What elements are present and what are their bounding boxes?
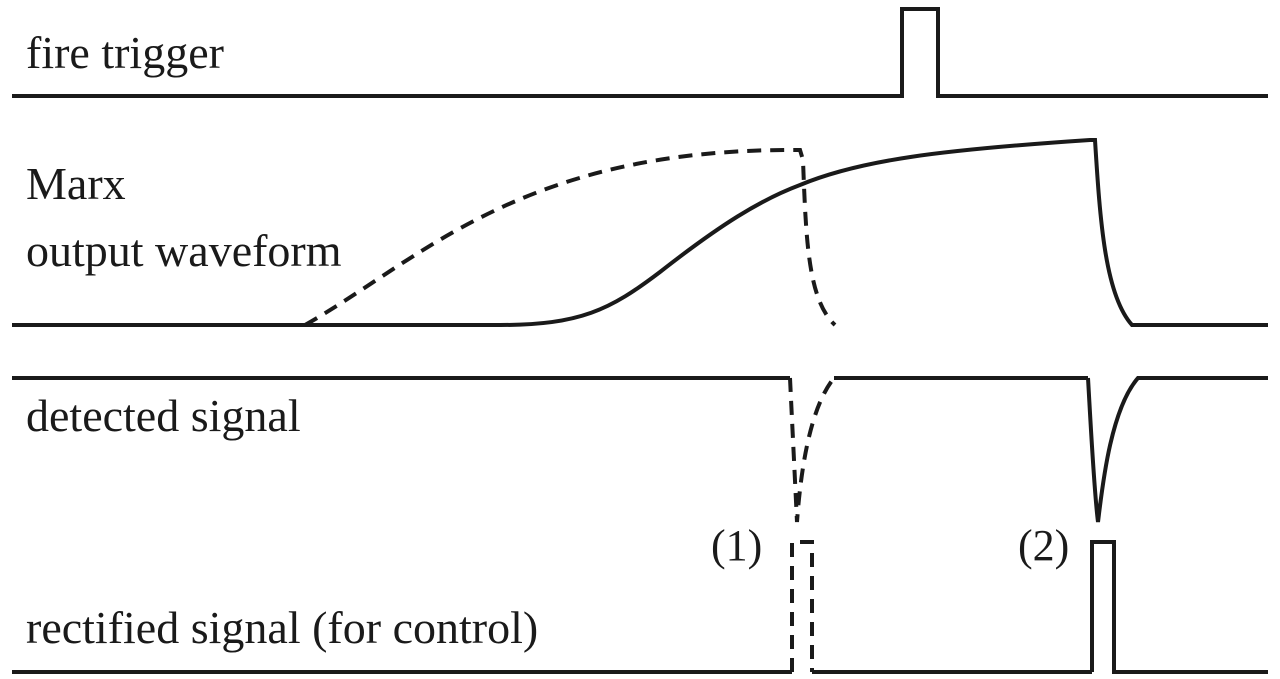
rectified-pulse-1 xyxy=(790,540,814,672)
marx-label-line2: output waveform xyxy=(26,225,342,276)
fire-trigger-row: fire trigger xyxy=(12,7,1268,98)
fire-trigger-trace xyxy=(12,7,1268,98)
detected-row: detected signal xyxy=(12,376,1268,523)
rectified-row: rectified signal (for control) xyxy=(12,540,1268,674)
detected-dip-1 xyxy=(788,376,836,523)
marker-2-label: (2) xyxy=(1018,521,1069,570)
detected-signal-label: detected signal xyxy=(26,390,301,441)
rectified-signal-label: rectified signal (for control) xyxy=(26,602,538,653)
marx-row: Marx output waveform xyxy=(12,138,1268,327)
marx-label-line1: Marx xyxy=(26,158,126,209)
rectified-pulse-2 xyxy=(1090,540,1268,674)
marx-waveform-dashed xyxy=(304,148,837,327)
marx-waveform-solid xyxy=(305,138,1268,327)
marker-1-label: (1) xyxy=(711,521,762,570)
fire-trigger-label: fire trigger xyxy=(26,27,224,78)
detected-dip-2 xyxy=(1086,376,1268,523)
